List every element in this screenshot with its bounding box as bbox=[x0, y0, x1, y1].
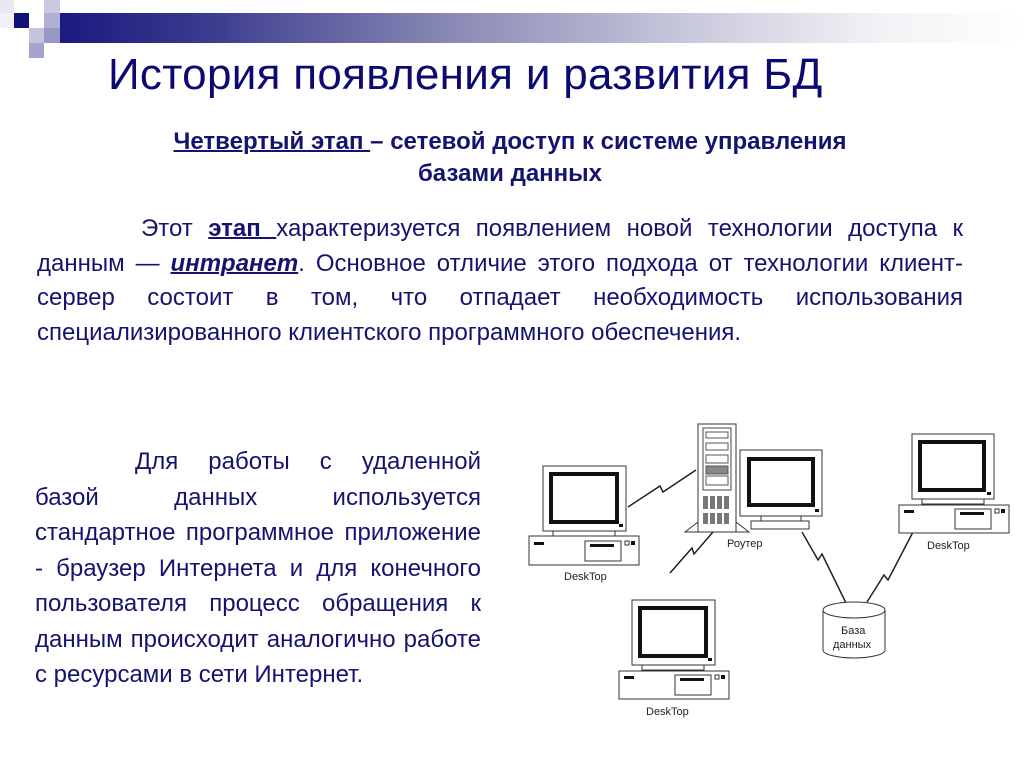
slide-title: История появления и развития БД bbox=[108, 50, 823, 99]
database-label-2: данных bbox=[833, 639, 872, 651]
desktop-bottom-label: DeskTop bbox=[646, 706, 689, 718]
paragraph-intranet: Этот этап характеризуется появлением нов… bbox=[37, 212, 963, 350]
subtitle-underlined: Четвертый этап bbox=[173, 128, 371, 155]
desktop-right-label: DeskTop bbox=[927, 540, 970, 552]
link-left-router bbox=[627, 469, 697, 508]
database-label-1: База bbox=[841, 625, 866, 637]
desktop-left-icon: DeskTop bbox=[528, 465, 640, 583]
slide-subtitle: Четвертый этап – сетевой доступ к систем… bbox=[40, 126, 980, 190]
router-server-icon bbox=[683, 423, 751, 533]
paragraph-browser: Для работы с удаленной базой данных испо… bbox=[35, 444, 481, 693]
para1-term-stage: этап bbox=[208, 215, 277, 242]
router-label: Роутер bbox=[727, 538, 763, 550]
desktop-left-label: DeskTop bbox=[564, 571, 607, 583]
para2-text: Для работы с удаленной базой данных испо… bbox=[35, 448, 481, 688]
router-monitor-icon: Роутер bbox=[727, 449, 823, 550]
link-bottom-router bbox=[669, 531, 714, 574]
database-icon: База данных bbox=[822, 601, 886, 659]
para1-text-1: Этот bbox=[141, 215, 209, 242]
link-router-db bbox=[801, 531, 847, 604]
desktop-bottom-icon: DeskTop bbox=[618, 599, 730, 718]
link-right-db bbox=[866, 531, 914, 603]
subtitle-line2: базами данных bbox=[417, 160, 603, 187]
header-gradient-bar bbox=[60, 13, 1024, 43]
desktop-right-icon: DeskTop bbox=[898, 433, 1010, 552]
network-diagram: DeskTop Роутер bbox=[528, 423, 1010, 718]
para1-term-intranet: интранет bbox=[170, 249, 299, 277]
para1-text-2: характеризуется появлением новой техноло… bbox=[37, 215, 964, 277]
subtitle-rest: – сетевой доступ к системе управления bbox=[370, 128, 847, 155]
para1-text-3: . Основное отличие этого подхода от техн… bbox=[37, 249, 963, 346]
